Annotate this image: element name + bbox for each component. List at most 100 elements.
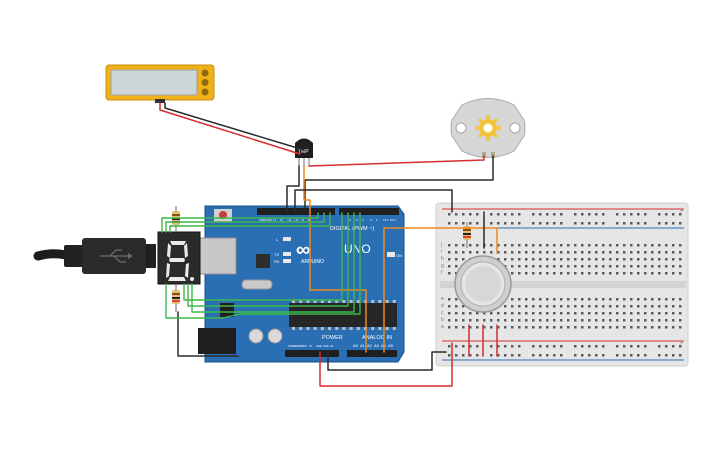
breadboard-hole[interactable] — [644, 305, 647, 308]
breadboard-hole[interactable] — [672, 326, 675, 329]
lcd-pin-3[interactable] — [201, 88, 209, 96]
breadboard-hole[interactable] — [462, 244, 465, 247]
dc-power-jack-icon[interactable] — [198, 328, 236, 354]
breadboard-hole[interactable] — [483, 312, 486, 315]
breadboard-rail-hole[interactable] — [616, 345, 619, 348]
wire-seg-b[interactable] — [165, 212, 325, 233]
breadboard-hole[interactable] — [609, 272, 612, 275]
breadboard-hole[interactable] — [553, 305, 556, 308]
breadboard-rail-hole[interactable] — [448, 345, 451, 348]
breadboard-hole[interactable] — [595, 319, 598, 322]
resistor-breadboard[interactable] — [463, 222, 471, 248]
breadboard-hole[interactable] — [525, 305, 528, 308]
breadboard-hole[interactable] — [448, 244, 451, 247]
breadboard-rail-hole[interactable] — [644, 345, 647, 348]
breadboard-hole[interactable] — [525, 312, 528, 315]
breadboard-hole[interactable] — [469, 319, 472, 322]
breadboard-hole[interactable] — [616, 319, 619, 322]
breadboard-hole[interactable] — [630, 298, 633, 301]
breadboard-hole[interactable] — [658, 312, 661, 315]
breadboard-hole[interactable] — [665, 265, 668, 268]
breadboard-rail-hole[interactable] — [665, 345, 668, 348]
breadboard-rail-hole[interactable] — [679, 354, 682, 357]
breadboard-hole[interactable] — [679, 258, 682, 261]
breadboard-hole[interactable] — [651, 244, 654, 247]
breadboard-hole[interactable] — [644, 319, 647, 322]
digital-header-right[interactable] — [339, 208, 399, 215]
breadboard-rail-hole[interactable] — [672, 222, 675, 225]
breadboard-hole[interactable] — [616, 272, 619, 275]
breadboard-rail-hole[interactable] — [602, 354, 605, 357]
breadboard-rail-hole[interactable] — [630, 345, 633, 348]
breadboard-hole[interactable] — [595, 298, 598, 301]
breadboard-hole[interactable] — [462, 258, 465, 261]
breadboard-hole[interactable] — [658, 305, 661, 308]
breadboard-hole[interactable] — [518, 251, 521, 254]
breadboard-hole[interactable] — [532, 244, 535, 247]
breadboard-hole[interactable] — [504, 326, 507, 329]
breadboard-rail-hole[interactable] — [574, 222, 577, 225]
breadboard-hole[interactable] — [679, 265, 682, 268]
breadboard-rail-hole[interactable] — [574, 345, 577, 348]
breadboard-hole[interactable] — [658, 319, 661, 322]
breadboard-hole[interactable] — [616, 305, 619, 308]
breadboard-hole[interactable] — [469, 244, 472, 247]
breadboard-hole[interactable] — [546, 298, 549, 301]
breadboard-hole[interactable] — [497, 258, 500, 261]
breadboard-rail-hole[interactable] — [511, 222, 514, 225]
breadboard-hole[interactable] — [567, 319, 570, 322]
breadboard-hole[interactable] — [518, 258, 521, 261]
breadboard-hole[interactable] — [504, 244, 507, 247]
breadboard-hole[interactable] — [637, 305, 640, 308]
breadboard-rail-hole[interactable] — [539, 213, 542, 216]
breadboard-hole[interactable] — [651, 298, 654, 301]
breadboard-hole[interactable] — [532, 312, 535, 315]
breadboard-rail-hole[interactable] — [637, 345, 640, 348]
breadboard-hole[interactable] — [595, 305, 598, 308]
breadboard-hole[interactable] — [504, 251, 507, 254]
breadboard-hole[interactable] — [595, 326, 598, 329]
breadboard-rail-hole[interactable] — [511, 213, 514, 216]
breadboard-rail-hole[interactable] — [462, 345, 465, 348]
breadboard-hole[interactable] — [525, 265, 528, 268]
breadboard-hole[interactable] — [553, 251, 556, 254]
analog-header[interactable] — [347, 350, 397, 357]
breadboard-rail-hole[interactable] — [476, 213, 479, 216]
breadboard-hole[interactable] — [637, 258, 640, 261]
wire-lcd-black[interactable] — [164, 102, 305, 151]
wire-tmp-gnd[interactable] — [286, 165, 300, 212]
breadboard-rail-hole[interactable] — [539, 345, 542, 348]
breadboard-hole[interactable] — [560, 319, 563, 322]
breadboard-hole[interactable] — [672, 312, 675, 315]
breadboard-hole[interactable] — [448, 305, 451, 308]
breadboard-rail-hole[interactable] — [581, 213, 584, 216]
breadboard-hole[interactable] — [616, 298, 619, 301]
breadboard-rail-hole[interactable] — [588, 354, 591, 357]
breadboard-rail-hole[interactable] — [672, 213, 675, 216]
breadboard-hole[interactable] — [525, 272, 528, 275]
breadboard-rail-hole[interactable] — [469, 222, 472, 225]
breadboard-hole[interactable] — [609, 319, 612, 322]
breadboard-hole[interactable] — [511, 305, 514, 308]
breadboard-hole[interactable] — [525, 251, 528, 254]
breadboard-hole[interactable] — [518, 312, 521, 315]
breadboard-hole[interactable] — [602, 298, 605, 301]
breadboard-rail-hole[interactable] — [518, 222, 521, 225]
breadboard-hole[interactable] — [553, 265, 556, 268]
breadboard-hole[interactable] — [665, 251, 668, 254]
breadboard-hole[interactable] — [672, 244, 675, 247]
breadboard-rail-hole[interactable] — [623, 354, 626, 357]
breadboard-hole[interactable] — [567, 272, 570, 275]
breadboard-rail-hole[interactable] — [455, 354, 458, 357]
breadboard-hole[interactable] — [455, 319, 458, 322]
breadboard-hole[interactable] — [623, 319, 626, 322]
breadboard-hole[interactable] — [497, 326, 500, 329]
wire-seg-a[interactable] — [161, 212, 319, 233]
breadboard-hole[interactable] — [546, 244, 549, 247]
breadboard-rail-hole[interactable] — [679, 345, 682, 348]
breadboard-hole[interactable] — [462, 312, 465, 315]
breadboard-hole[interactable] — [462, 326, 465, 329]
breadboard-hole[interactable] — [567, 326, 570, 329]
breadboard-hole[interactable] — [462, 251, 465, 254]
wire-seg-g[interactable] — [165, 212, 361, 319]
